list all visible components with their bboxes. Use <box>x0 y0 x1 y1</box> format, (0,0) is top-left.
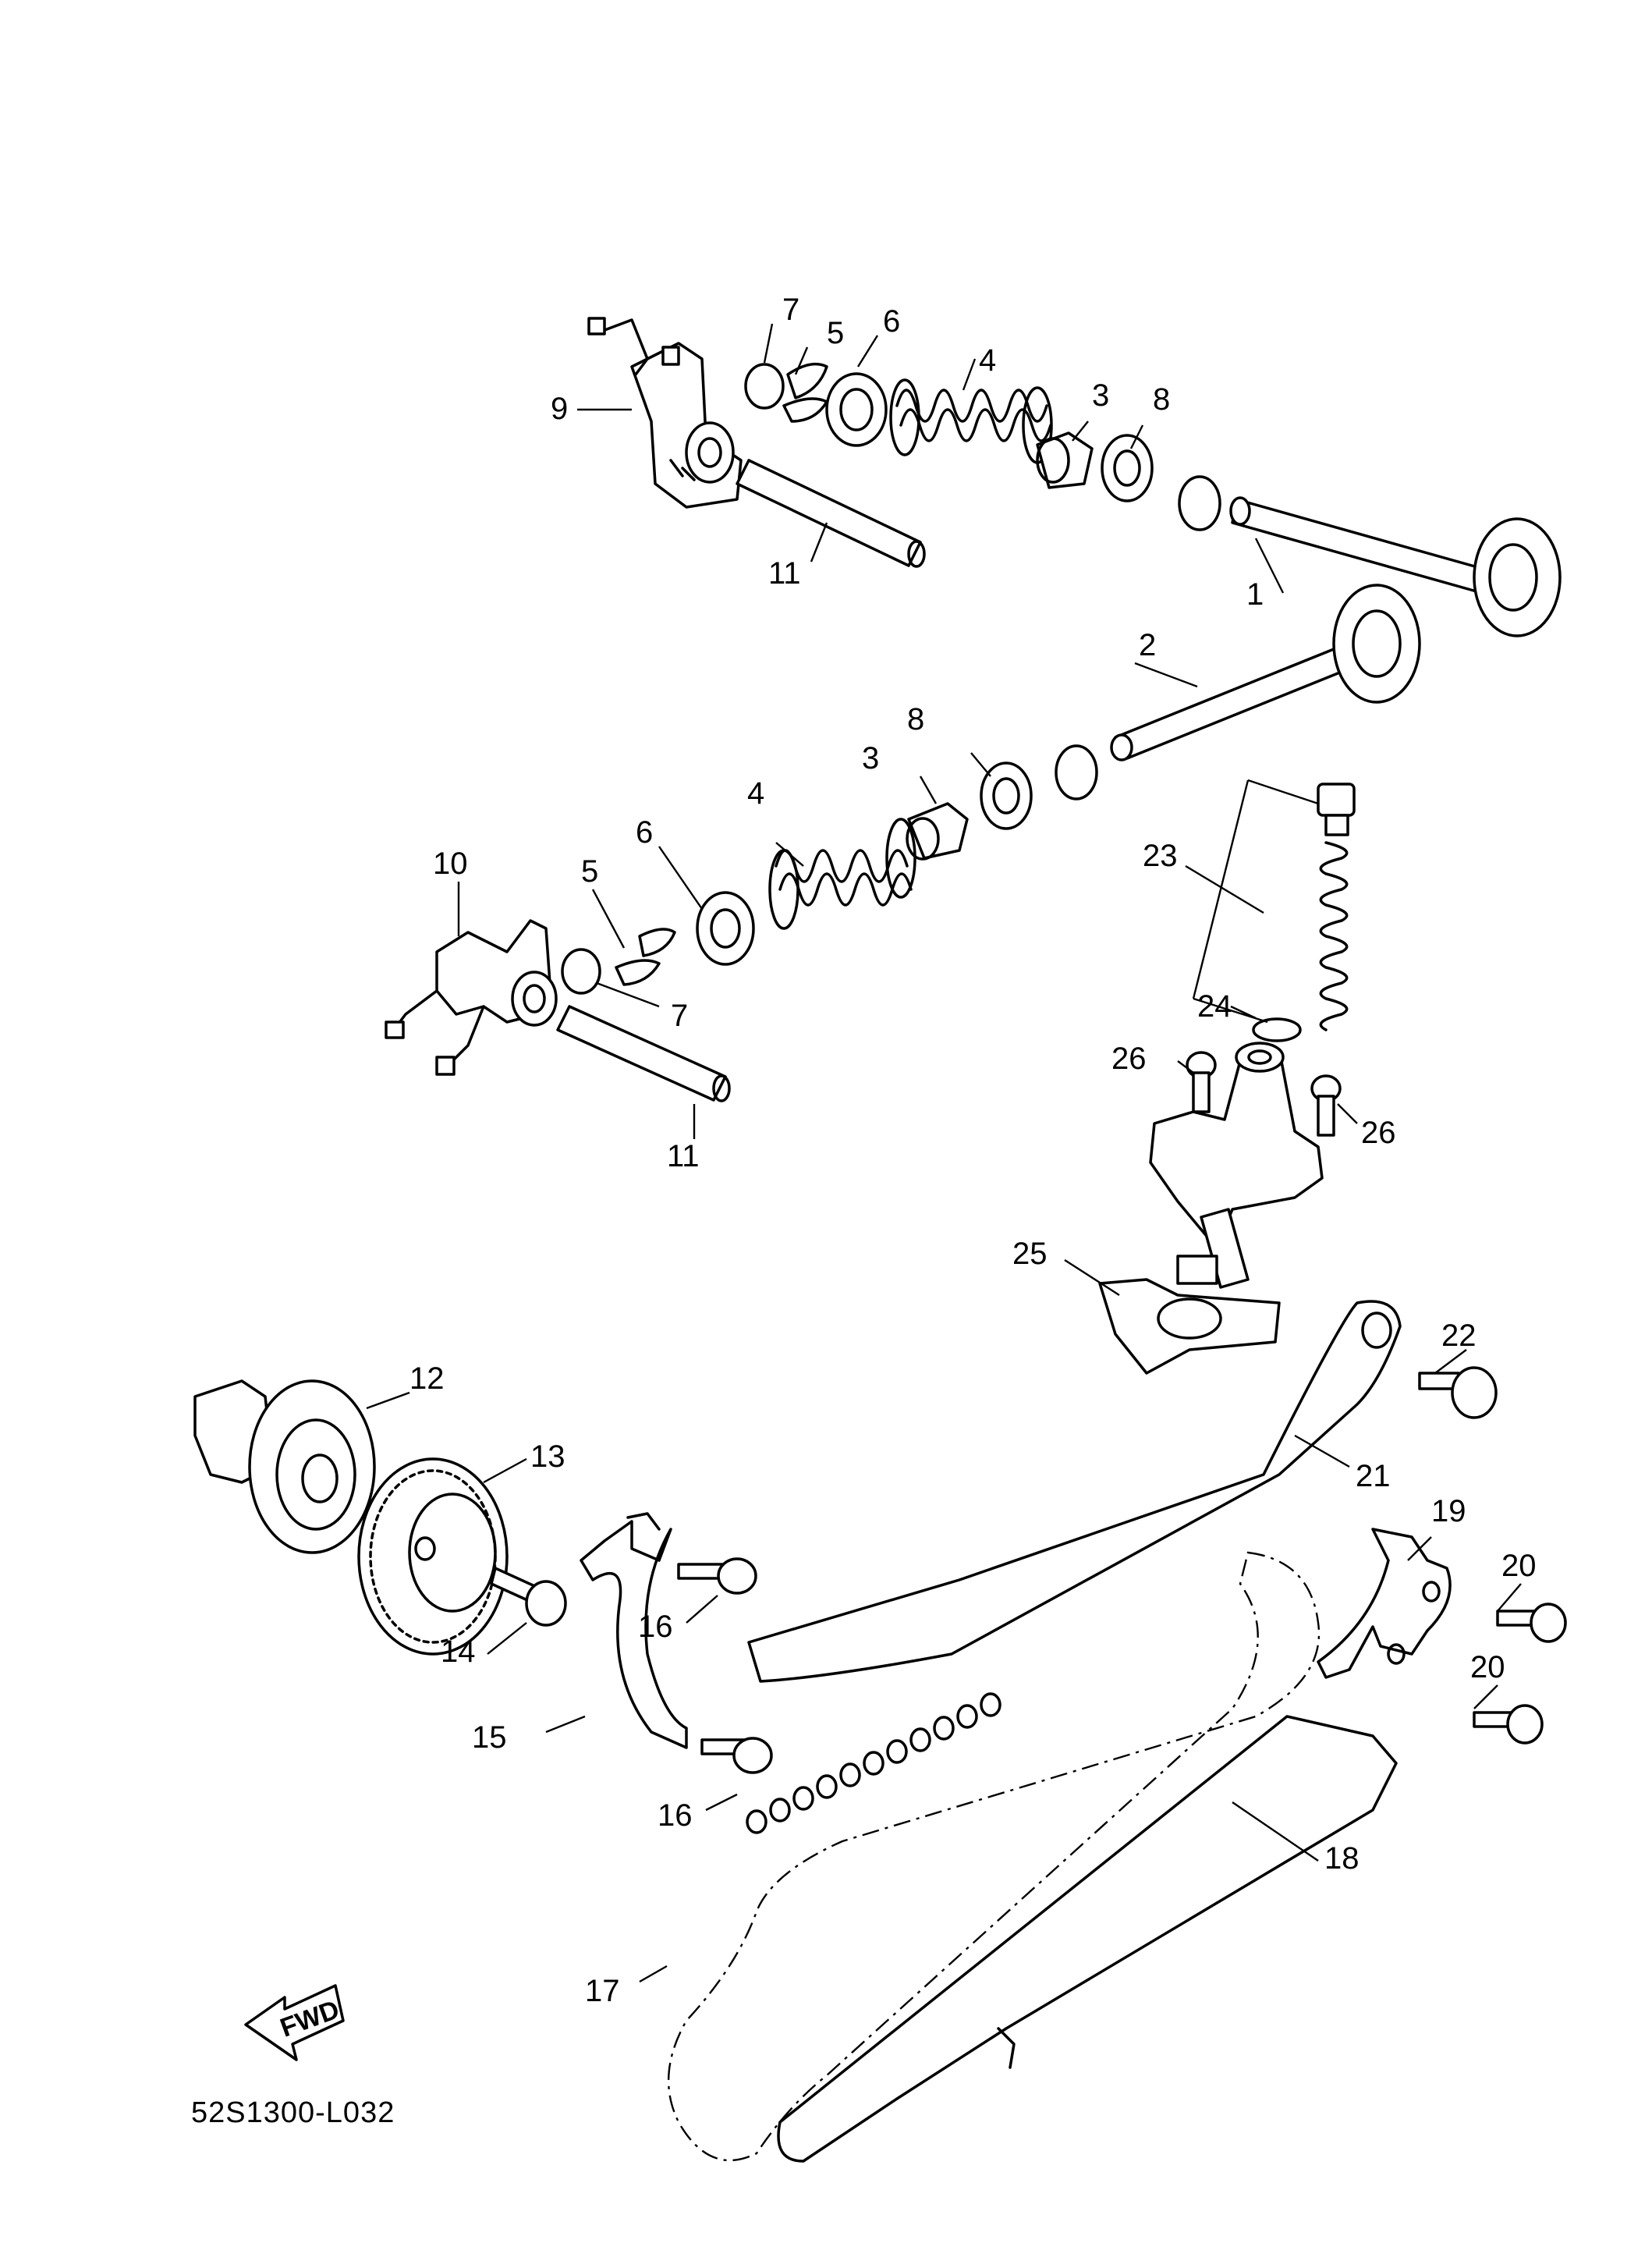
label-21: 21 <box>1356 1459 1391 1493</box>
label-17: 17 <box>585 1974 620 2008</box>
cam-sprocket <box>357 1457 509 1656</box>
label-5-lower: 5 <box>581 854 598 889</box>
valve-guide-seal-upper <box>1036 431 1094 489</box>
label-20-upper: 20 <box>1501 1549 1537 1583</box>
intake-valve <box>1229 496 1562 637</box>
spring-retainer-lower <box>696 891 755 966</box>
chain-guide-stopper <box>1317 1528 1452 1679</box>
plate-bolt-lower <box>700 1737 773 1774</box>
valve-spring-lower <box>768 818 916 930</box>
label-18: 18 <box>1324 1841 1360 1876</box>
label-7-lower: 7 <box>671 999 688 1033</box>
label-7-upper: 7 <box>782 293 799 327</box>
label-11-lower: 11 <box>667 1139 700 1173</box>
label-6-upper: 6 <box>883 304 900 339</box>
valve-spring-upper <box>889 378 1053 464</box>
timing-chain <box>667 1551 1321 2162</box>
label-3-upper: 3 <box>1092 378 1109 413</box>
tensioner-gasket <box>1098 1278 1281 1375</box>
label-14: 14 <box>441 1635 476 1669</box>
tensioner-o-ring <box>1252 1017 1302 1042</box>
label-16-upper: 16 <box>638 1610 673 1644</box>
label-15: 15 <box>472 1720 507 1755</box>
rocker-arm-upper <box>587 317 743 509</box>
label-23: 23 <box>1143 839 1178 873</box>
label-5-upper: 5 <box>827 316 844 350</box>
o-ring-lower <box>1055 744 1098 800</box>
label-4-lower: 4 <box>747 776 764 811</box>
rocker-shaft-lower <box>556 1005 731 1102</box>
valve-stem-seal-cap-lower <box>561 948 601 995</box>
rocker-shaft-upper <box>736 459 926 568</box>
camshaft <box>193 1379 376 1554</box>
label-12: 12 <box>409 1361 445 1396</box>
label-8-lower: 8 <box>907 702 924 737</box>
tensioner-bolt-right <box>1310 1074 1342 1137</box>
label-16-lower: 16 <box>658 1798 693 1833</box>
tensioner-spring <box>1319 841 1349 1031</box>
tensioner-bolt-left <box>1186 1051 1217 1113</box>
label-20-lower: 20 <box>1470 1650 1505 1684</box>
stopper-bolt-lower <box>1473 1704 1544 1745</box>
label-10: 10 <box>433 847 468 881</box>
label-25: 25 <box>1012 1237 1048 1271</box>
plate-bolt-upper <box>677 1557 757 1595</box>
label-19: 19 <box>1431 1494 1466 1528</box>
spring-seat-upper <box>1101 434 1154 502</box>
label-1: 1 <box>1246 577 1264 612</box>
chain-guide-plate <box>580 1512 688 1749</box>
chain-guide-lower <box>777 1715 1398 2163</box>
label-9: 9 <box>551 392 568 426</box>
o-ring-upper <box>1178 475 1221 531</box>
valve-stem-seal-cap-upper <box>744 363 785 410</box>
sprocket-bolt <box>490 1567 567 1627</box>
rocker-arm-lower <box>385 919 558 1076</box>
label-26-left: 26 <box>1111 1042 1147 1076</box>
guide-bolt <box>1418 1366 1498 1419</box>
valve-cotter-upper <box>782 362 828 423</box>
label-8-upper: 8 <box>1153 382 1170 417</box>
exhaust-valve <box>1110 584 1421 761</box>
valve-guide-seal-lower <box>906 802 969 861</box>
chain-guide-upper <box>747 1300 1402 1683</box>
fwd-arrow-icon: FWD <box>244 1984 345 2061</box>
label-11-upper: 11 <box>768 556 801 591</box>
tensioner-body <box>1149 1042 1324 1289</box>
label-6-lower: 6 <box>636 815 653 850</box>
valve-cotter-lower <box>615 928 676 986</box>
label-24: 24 <box>1197 989 1232 1024</box>
label-26-right: 26 <box>1361 1116 1396 1150</box>
tensioner-bolt <box>1317 783 1356 836</box>
stopper-bolt-upper <box>1496 1603 1567 1643</box>
spring-retainer-upper <box>825 372 888 447</box>
diagram-code: 52S1300-L032 <box>191 2096 395 2129</box>
label-3-lower: 3 <box>862 741 879 776</box>
leader-lines <box>366 323 1522 1983</box>
label-4-upper: 4 <box>979 343 996 378</box>
spring-seat-lower <box>980 761 1033 830</box>
part-labels: 1 2 3 3 4 4 5 5 6 6 7 7 8 8 9 10 11 11 1… <box>409 293 1537 2008</box>
label-2: 2 <box>1139 628 1156 662</box>
label-22: 22 <box>1441 1319 1477 1353</box>
label-13: 13 <box>530 1439 565 1474</box>
